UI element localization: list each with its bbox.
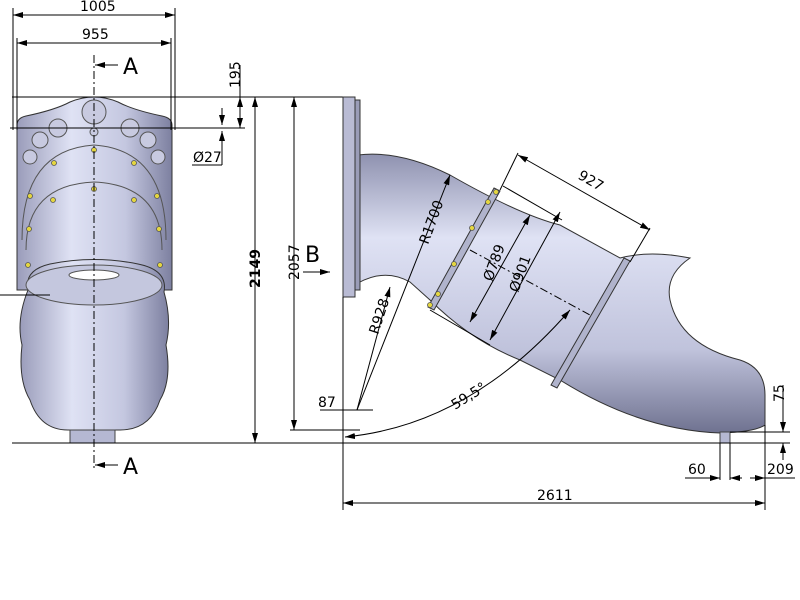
dim-overall-width: 1005 bbox=[80, 0, 116, 15]
section-mark-a-bottom: A bbox=[123, 455, 138, 480]
dim-top-offset: 195 bbox=[228, 61, 244, 88]
dim-total-height: 2149 bbox=[248, 249, 264, 288]
side-flange bbox=[342, 96, 356, 298]
front-foot bbox=[69, 429, 116, 444]
section-mark-a-top: A bbox=[123, 55, 138, 80]
dim-exit-foot-offset: 209 bbox=[767, 462, 794, 478]
dim-base-offset: 87 bbox=[318, 395, 336, 411]
side-view bbox=[342, 96, 766, 444]
view-mark-b: B bbox=[305, 243, 320, 268]
dim-platform-height: 2057 bbox=[287, 244, 303, 280]
front-top-plate bbox=[16, 96, 173, 291]
slide-tube bbox=[357, 153, 766, 434]
dim-foot-width: 60 bbox=[688, 462, 706, 478]
exit-foot bbox=[719, 431, 731, 444]
dim-total-length: 2611 bbox=[537, 488, 573, 504]
dim-frame-width: 955 bbox=[82, 27, 109, 43]
dim-angle: 59,5° bbox=[449, 380, 490, 414]
dim-hole-diameter: Ø27 bbox=[193, 150, 222, 166]
dim-section-length: 927 bbox=[575, 168, 606, 195]
dim-exit-height: 75 bbox=[772, 384, 788, 402]
dim-bend-radius-inner: R928 bbox=[367, 297, 393, 337]
front-view bbox=[0, 55, 173, 470]
